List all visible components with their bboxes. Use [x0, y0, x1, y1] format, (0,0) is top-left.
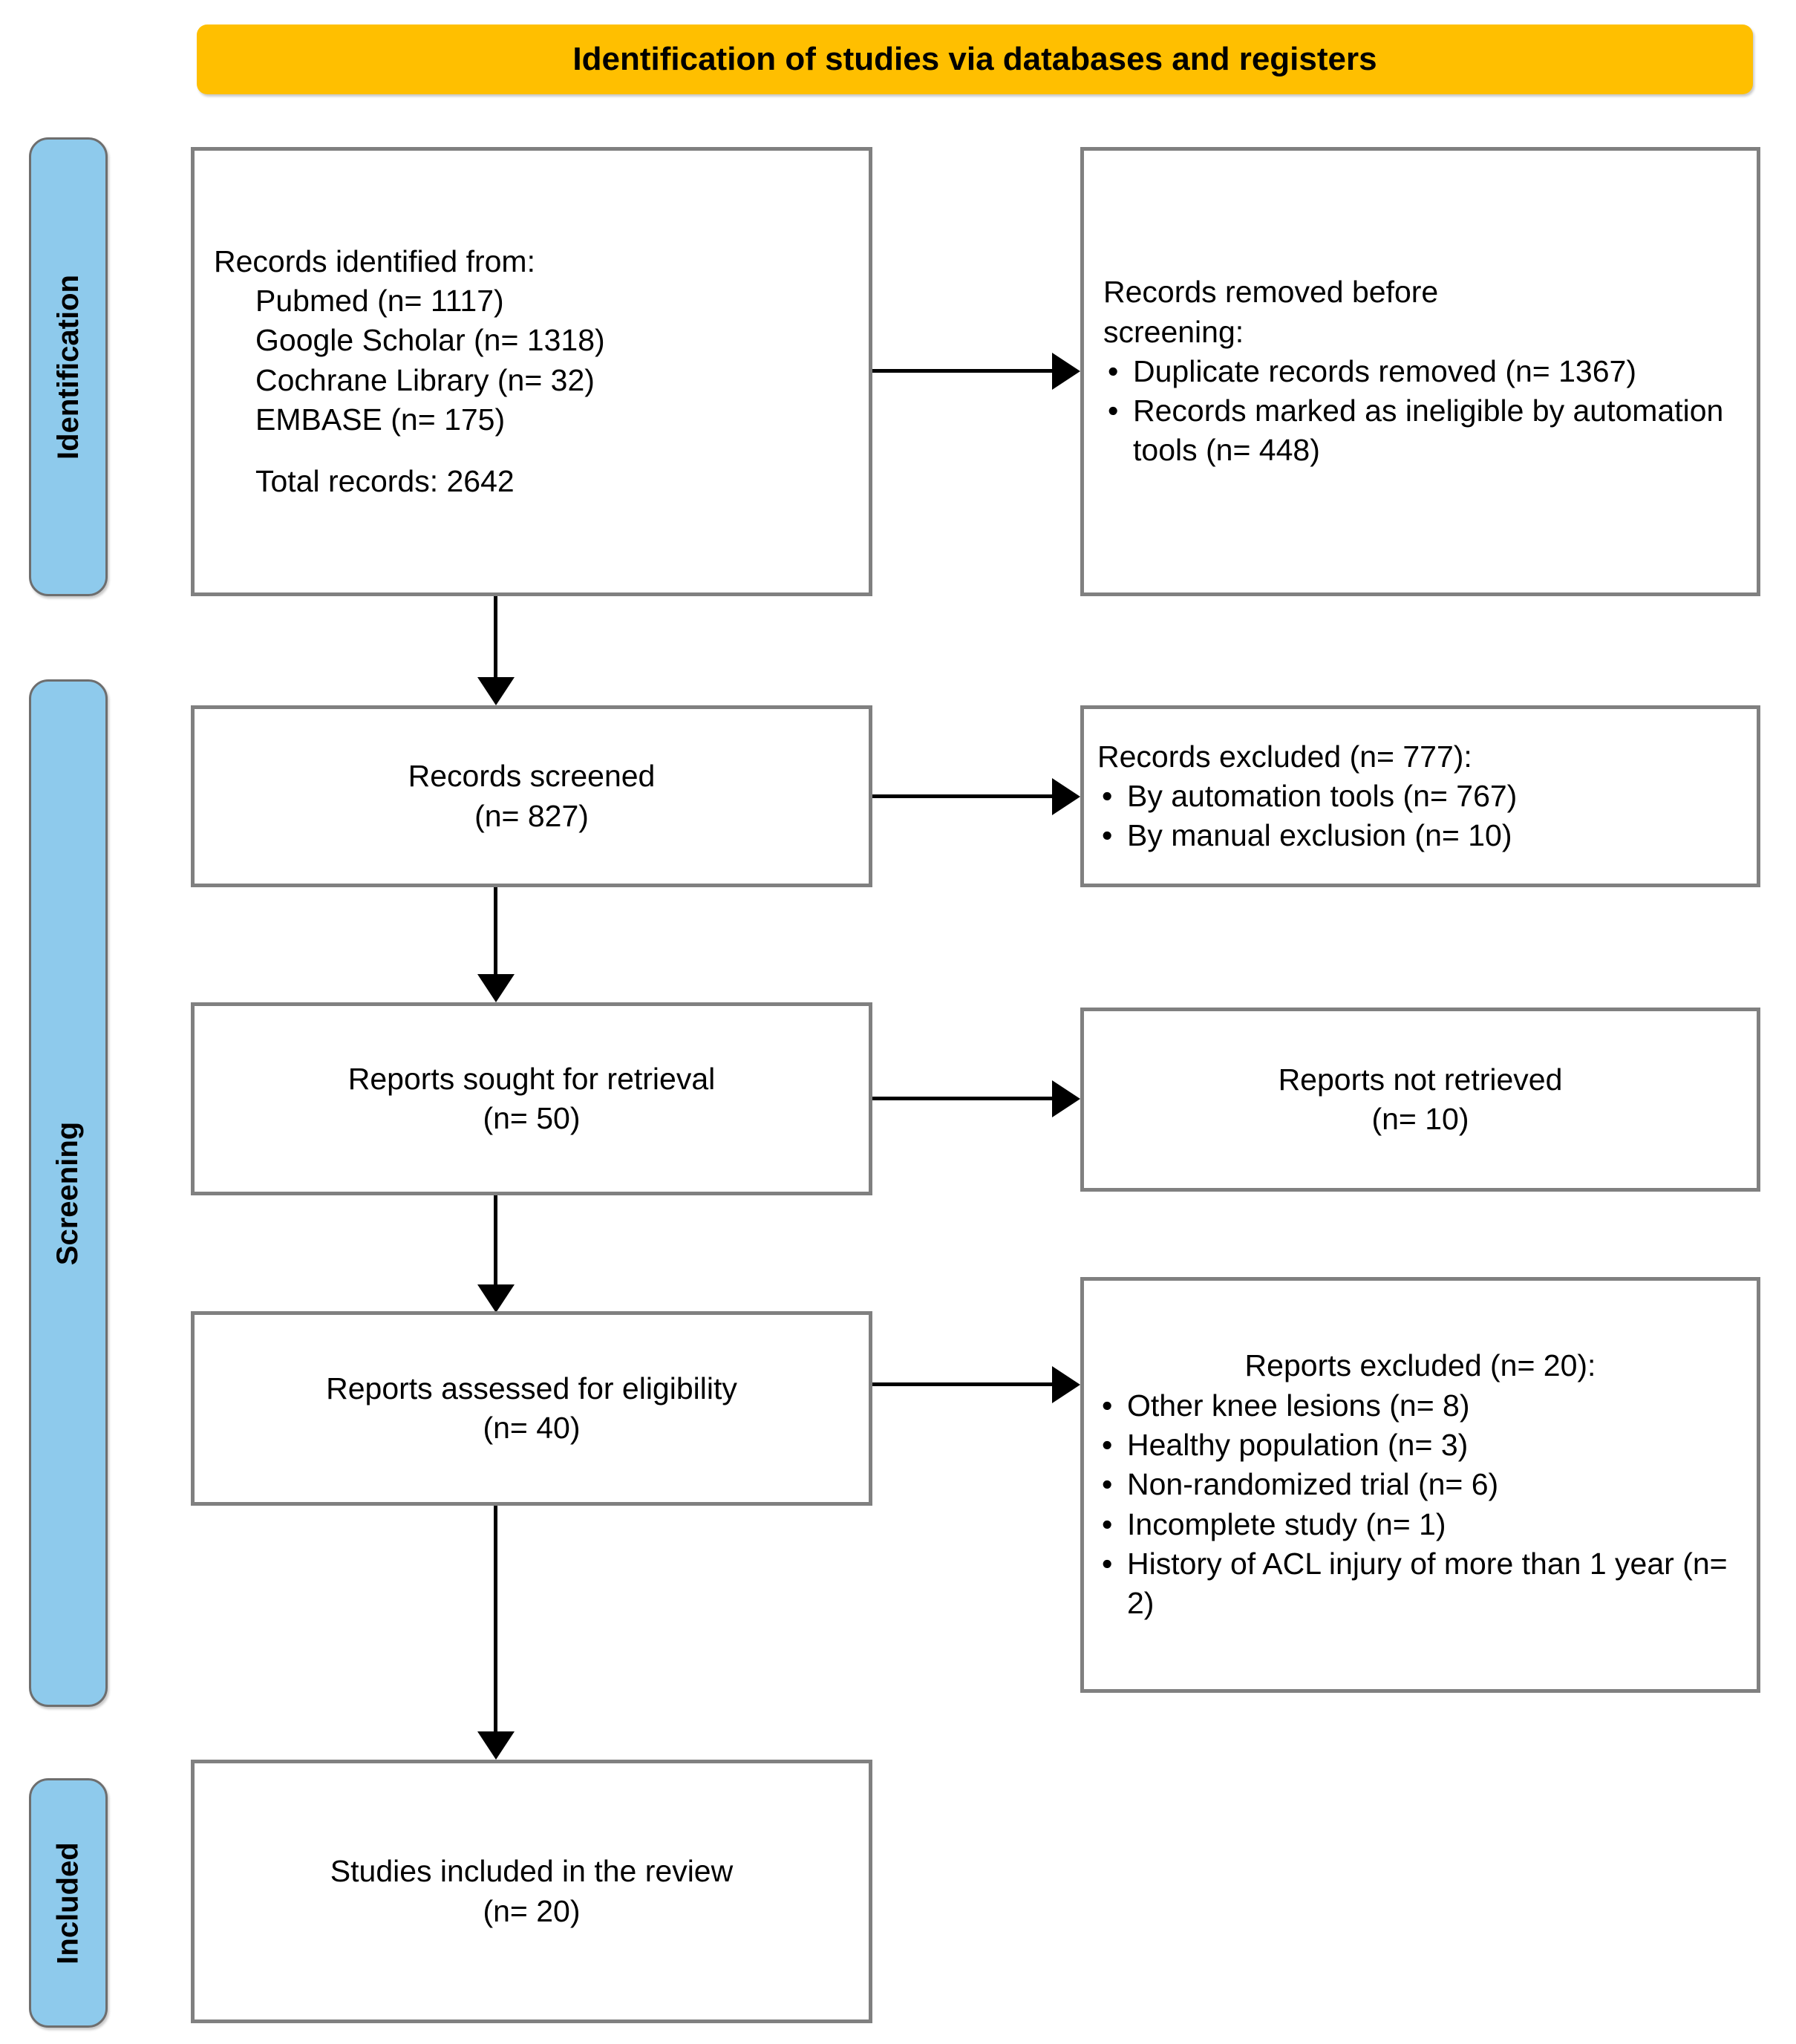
records-screened-label: Records screened: [408, 759, 656, 794]
studies-included-count: (n= 20): [483, 1893, 581, 1928]
reports-excluded-heading: Reports excluded (n= 20):: [1244, 1348, 1596, 1383]
arrow-assessed-to-included-line: [494, 1506, 497, 1741]
diagram-banner: Identification of studies via databases …: [197, 25, 1753, 94]
source-pubmed: Pubmed (n= 1117): [255, 283, 504, 318]
reports-not-retrieved-label: Reports not retrieved: [1278, 1062, 1563, 1097]
arrow-screened-to-sought-line: [494, 887, 497, 984]
list-item: History of ACL injury of more than 1 yea…: [1097, 1544, 1743, 1624]
arrow-assessed-to-included-head: [477, 1731, 515, 1760]
records-removed-heading-line1: Records removed before: [1103, 275, 1439, 310]
stage-rail-label-identification: Identification: [51, 274, 85, 460]
arrow-sought-to-assessed-line: [494, 1195, 497, 1293]
reports-assessed-label: Reports assessed for eligibility: [326, 1371, 737, 1405]
list-item: Other knee lesions (n= 8): [1097, 1386, 1743, 1426]
banner-title: Identification of studies via databases …: [572, 41, 1377, 77]
stage-rail-label-included: Included: [51, 1841, 85, 1965]
box-reports-excluded: Reports excluded (n= 20): Other knee les…: [1080, 1277, 1760, 1693]
reports-sought-label: Reports sought for retrieval: [347, 1061, 716, 1096]
box-reports-not-retrieved: Reports not retrieved (n= 10): [1080, 1008, 1760, 1192]
arrow-sought-to-not-retrieved-line: [872, 1097, 1054, 1100]
records-excluded-heading: Records excluded (n= 777):: [1097, 739, 1472, 774]
box-records-excluded: Records excluded (n= 777): By automation…: [1080, 705, 1760, 887]
list-item: Incomplete study (n= 1): [1097, 1505, 1743, 1545]
records-excluded-list: By automation tools (n= 767) By manual e…: [1097, 777, 1743, 856]
stage-rail-included: Included: [29, 1778, 108, 2028]
records-identified-heading: Records identified from:: [214, 244, 535, 278]
arrow-identified-to-removed-line: [872, 369, 1054, 373]
source-cochrane-library: Cochrane Library (n= 32): [255, 362, 595, 397]
box-records-screened: Records screened (n= 827): [191, 705, 872, 887]
reports-excluded-list: Other knee lesions (n= 8) Healthy popula…: [1097, 1386, 1743, 1624]
arrow-sought-to-not-retrieved-head: [1052, 1080, 1080, 1117]
studies-included-label: Studies included in the review: [330, 1854, 734, 1889]
arrow-assessed-to-excluded-line: [872, 1382, 1054, 1386]
stage-rail-screening: Screening: [29, 679, 108, 1707]
list-item: Records marked as ineligible by automati…: [1103, 391, 1737, 471]
list-item: Duplicate records removed (n= 1367): [1103, 352, 1737, 392]
stage-rail-label-screening: Screening: [51, 1121, 85, 1265]
reports-assessed-count: (n= 40): [483, 1411, 581, 1445]
source-embase: EMBASE (n= 175): [255, 402, 506, 437]
list-item: By manual exclusion (n= 10): [1097, 816, 1743, 856]
box-records-removed: Records removed before screening: Duplic…: [1080, 147, 1760, 596]
records-removed-heading-line2: screening:: [1103, 314, 1244, 349]
arrow-identified-to-screened-head: [477, 677, 515, 705]
stage-rail-identification: Identification: [29, 137, 108, 596]
arrow-screened-to-excluded-line: [872, 794, 1054, 798]
arrow-screened-to-sought-head: [477, 974, 515, 1002]
records-identified-spacer: [214, 440, 849, 462]
source-google-scholar: Google Scholar (n= 1318): [255, 323, 605, 358]
box-records-identified: Records identified from: Pubmed (n= 1117…: [191, 147, 872, 596]
arrow-screened-to-excluded-head: [1052, 778, 1080, 815]
arrow-identified-to-removed-head: [1052, 353, 1080, 390]
box-studies-included: Studies included in the review (n= 20): [191, 1760, 872, 2023]
list-item: Non-randomized trial (n= 6): [1097, 1465, 1743, 1505]
records-screened-count: (n= 827): [474, 798, 589, 833]
records-removed-list: Duplicate records removed (n= 1367) Reco…: [1103, 352, 1737, 471]
list-item: Healthy population (n= 3): [1097, 1426, 1743, 1466]
reports-not-retrieved-count: (n= 10): [1371, 1102, 1469, 1136]
arrow-assessed-to-excluded-head: [1052, 1366, 1080, 1403]
arrow-sought-to-assessed-head: [477, 1284, 515, 1313]
reports-sought-count: (n= 50): [483, 1101, 581, 1135]
arrow-identified-to-screened-line: [494, 596, 497, 687]
box-reports-assessed: Reports assessed for eligibility (n= 40): [191, 1311, 872, 1506]
list-item: By automation tools (n= 767): [1097, 777, 1743, 817]
records-identified-total: Total records: 2642: [255, 464, 515, 499]
box-reports-sought: Reports sought for retrieval (n= 50): [191, 1002, 872, 1195]
